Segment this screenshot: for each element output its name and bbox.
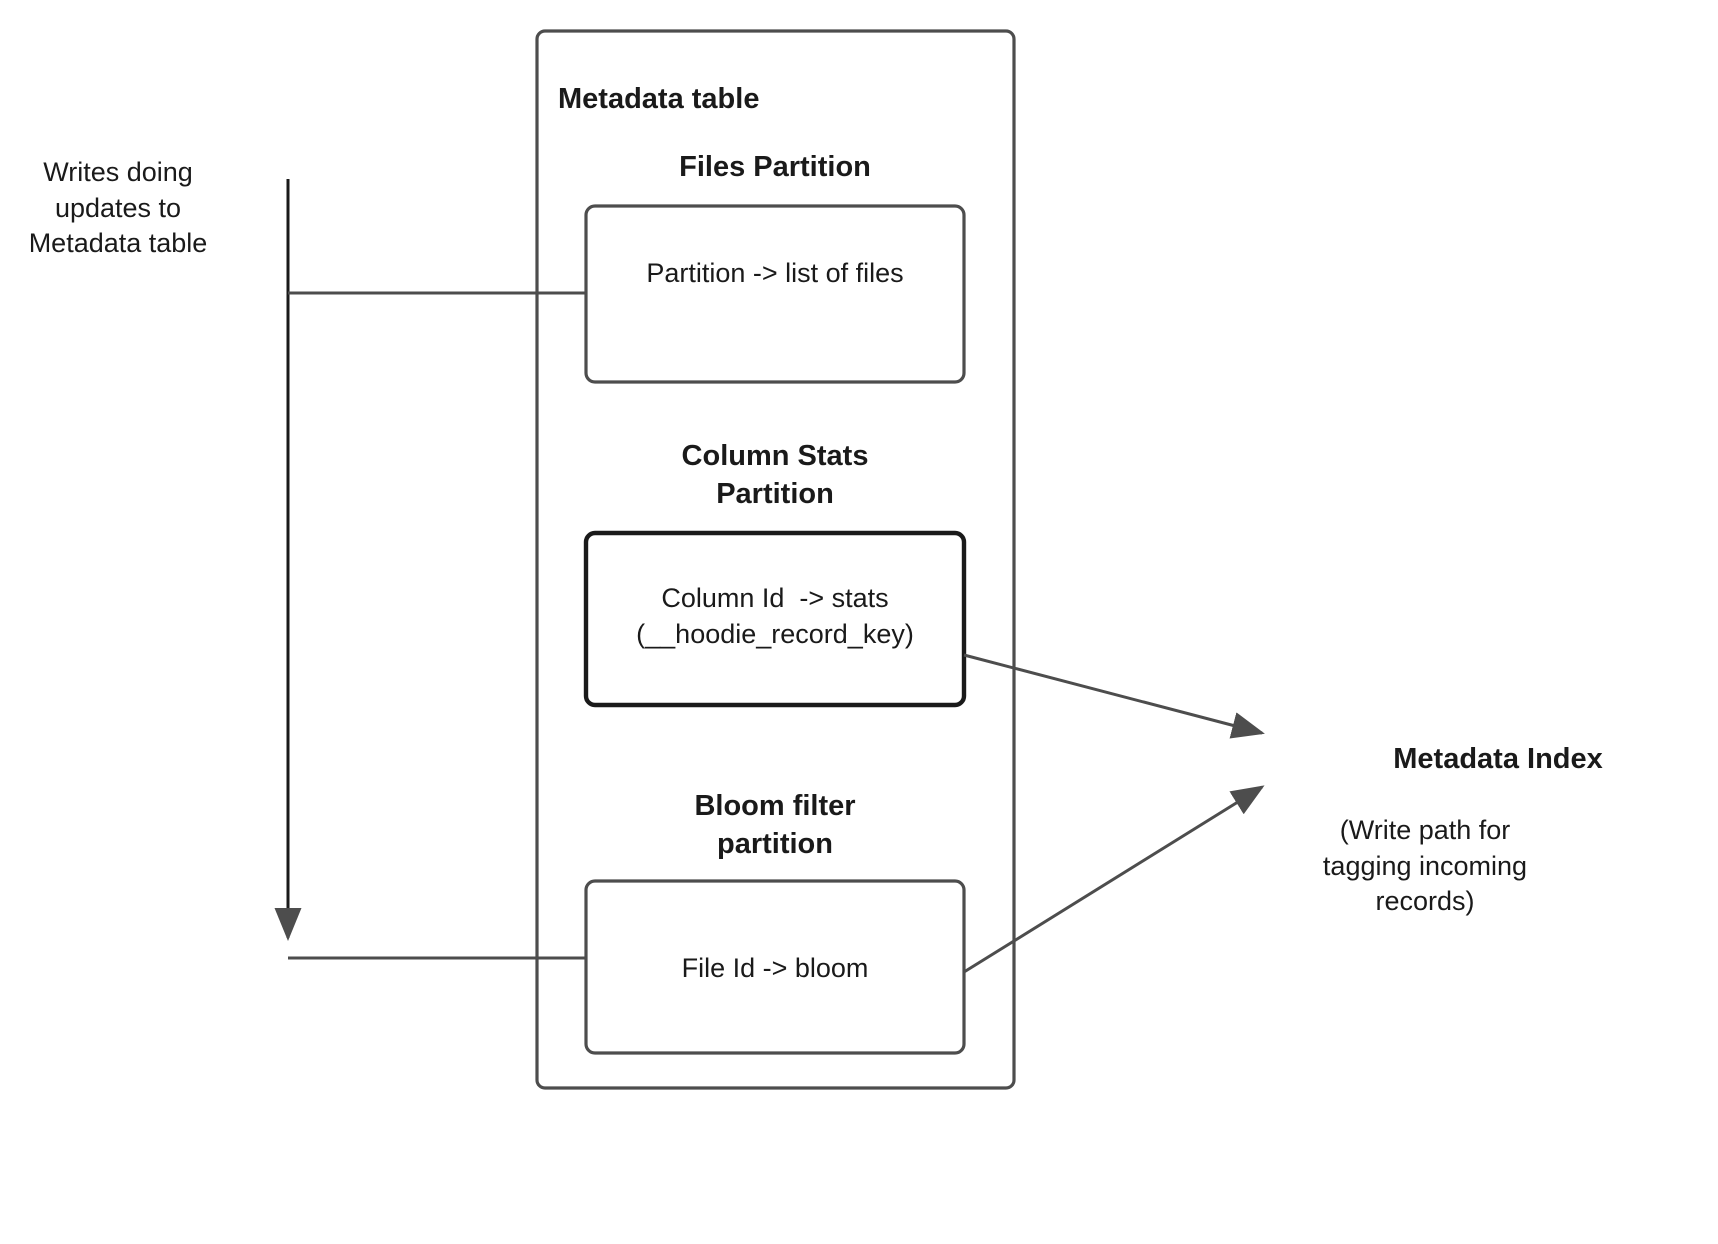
files-partition-box	[584, 204, 966, 384]
writes-caption: Writes doing updates to Metadata table	[28, 157, 208, 259]
bloom-filter-partition-box-label: File Id -> bloom	[681, 953, 869, 983]
column-stats-partition-box-label: Column Id -> stats (__hoodie_record_key)	[636, 583, 914, 649]
metadata-index-note: (Write path for tagging incoming records…	[1322, 815, 1535, 917]
column-stats-partition-heading: Column Stats Partition	[681, 440, 869, 511]
metadata-index-title: Metadata Index	[1393, 743, 1603, 775]
files-partition-heading: Files Partition	[679, 151, 871, 183]
column-stats-partition-box	[583, 530, 967, 708]
metadata-table-title: Metadata table	[558, 83, 760, 115]
arrow-column-stats-to-index	[963, 653, 1265, 739]
bloom-filter-partition-box	[584, 879, 966, 1055]
bloom-filter-partition-heading: Bloom filter partition	[694, 790, 856, 861]
arrow-bloom-to-index	[963, 785, 1265, 974]
metadata-table-container	[535, 29, 1016, 1090]
files-partition-box-label: Partition -> list of files	[646, 258, 904, 288]
